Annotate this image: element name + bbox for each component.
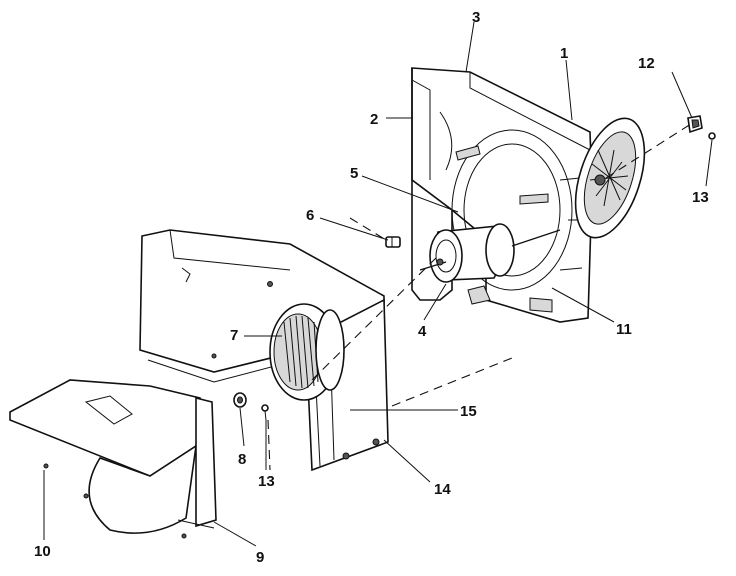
callout-13-right: 13 <box>692 189 709 206</box>
callout-8: 8 <box>238 451 246 468</box>
callout-11: 11 <box>616 321 632 338</box>
callout-14: 14 <box>434 481 451 498</box>
leader-lines <box>43 21 713 547</box>
callout-7: 7 <box>230 327 238 344</box>
callout-1: 1 <box>560 45 568 62</box>
callout-15: 15 <box>460 403 477 420</box>
callout-3: 3 <box>472 9 480 26</box>
blower-wheel <box>269 303 345 401</box>
callout-10: 10 <box>34 543 51 560</box>
rear-housing <box>411 67 593 323</box>
fan-motor <box>419 223 561 283</box>
callout-5: 5 <box>350 165 358 182</box>
fan-blade <box>574 117 646 239</box>
callout-4: 4 <box>418 323 427 340</box>
callout-9: 9 <box>256 549 264 566</box>
nut <box>385 236 401 248</box>
callout-6: 6 <box>306 207 314 224</box>
fan-clip <box>687 115 716 140</box>
callout-2: 2 <box>370 111 378 128</box>
callouts: 1 2 3 4 5 6 7 8 9 10 11 12 13 13 14 15 <box>34 9 709 566</box>
air-guide <box>9 379 217 539</box>
assembly-axis-lines <box>267 121 695 471</box>
washer <box>233 392 269 421</box>
callout-12: 12 <box>638 55 655 72</box>
callout-13-left: 13 <box>258 473 275 490</box>
